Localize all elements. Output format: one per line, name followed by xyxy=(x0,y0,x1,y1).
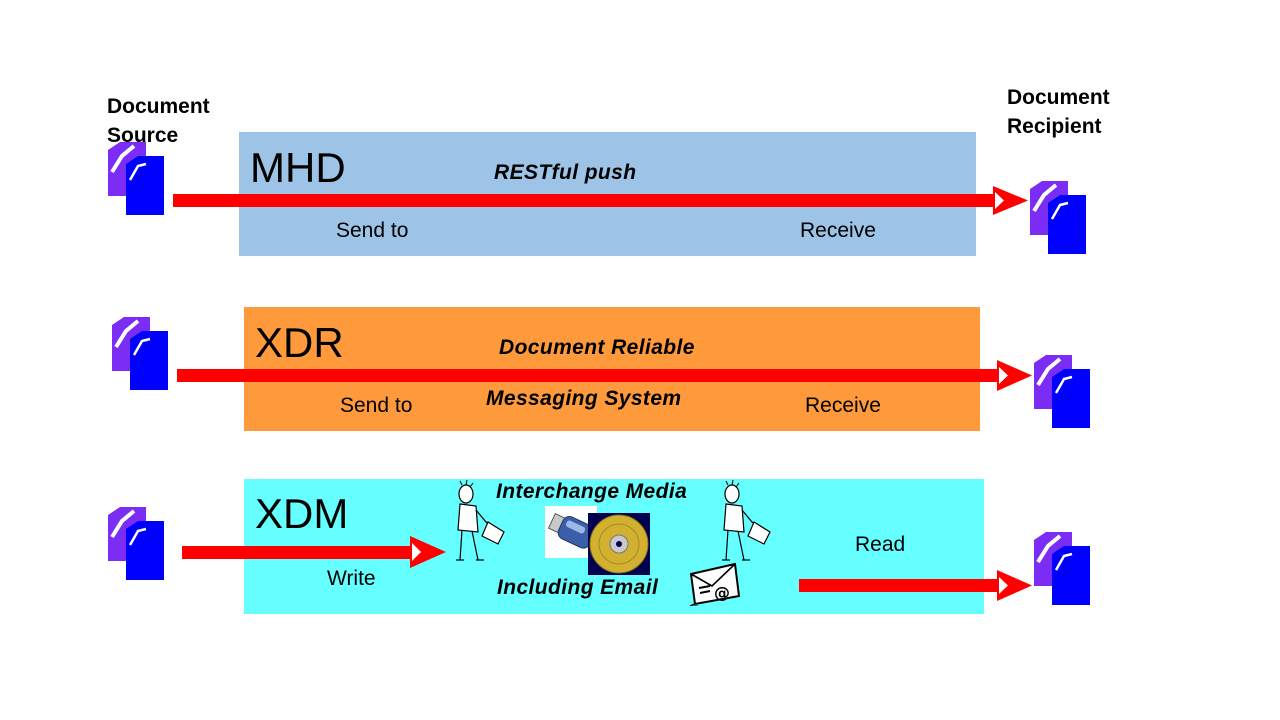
email-envelope-icon: @ xyxy=(689,562,741,606)
xdr-send-label: Send to xyxy=(340,394,413,417)
svg-text:@: @ xyxy=(714,583,730,602)
xdm-title-line-1: Interchange Media xyxy=(496,480,688,503)
document-stack-icon xyxy=(1030,181,1086,254)
source-heading-line-1: Document xyxy=(107,95,210,118)
xdr-title-line-1: Document Reliable xyxy=(499,336,695,359)
xdm-write-label: Write xyxy=(327,567,376,590)
person-carrying-document-icon xyxy=(722,480,771,561)
cd-disc-icon xyxy=(588,513,650,575)
xdm-band-name: XDM xyxy=(255,490,349,537)
xdm-read-label: Read xyxy=(855,533,906,556)
document-stack-icon xyxy=(1034,355,1090,428)
xdr-title-line-2: Messaging System xyxy=(486,387,682,410)
document-stack-icon xyxy=(108,142,164,215)
person-carrying-document-icon xyxy=(456,480,505,561)
document-recipient-heading: Document Recipient xyxy=(1007,83,1110,141)
xdm-title-line-2: Including Email xyxy=(497,576,659,599)
mhd-title: RESTful push xyxy=(494,161,637,184)
recipient-heading-line-2: Recipient xyxy=(1007,115,1102,138)
document-stack-icon xyxy=(1034,532,1090,605)
mhd-receive-label: Receive xyxy=(800,219,876,242)
document-source-heading: Document Source xyxy=(107,92,210,150)
mhd-band-name: MHD xyxy=(250,144,346,191)
mhd-send-label: Send to xyxy=(336,219,409,242)
recipient-heading-line-1: Document xyxy=(1007,86,1110,109)
document-stack-icon xyxy=(108,507,164,580)
source-heading-line-2: Source xyxy=(107,124,179,147)
xdr-receive-label: Receive xyxy=(805,394,881,417)
xdr-band-name: XDR xyxy=(255,319,344,366)
document-stack-icon xyxy=(112,317,168,390)
